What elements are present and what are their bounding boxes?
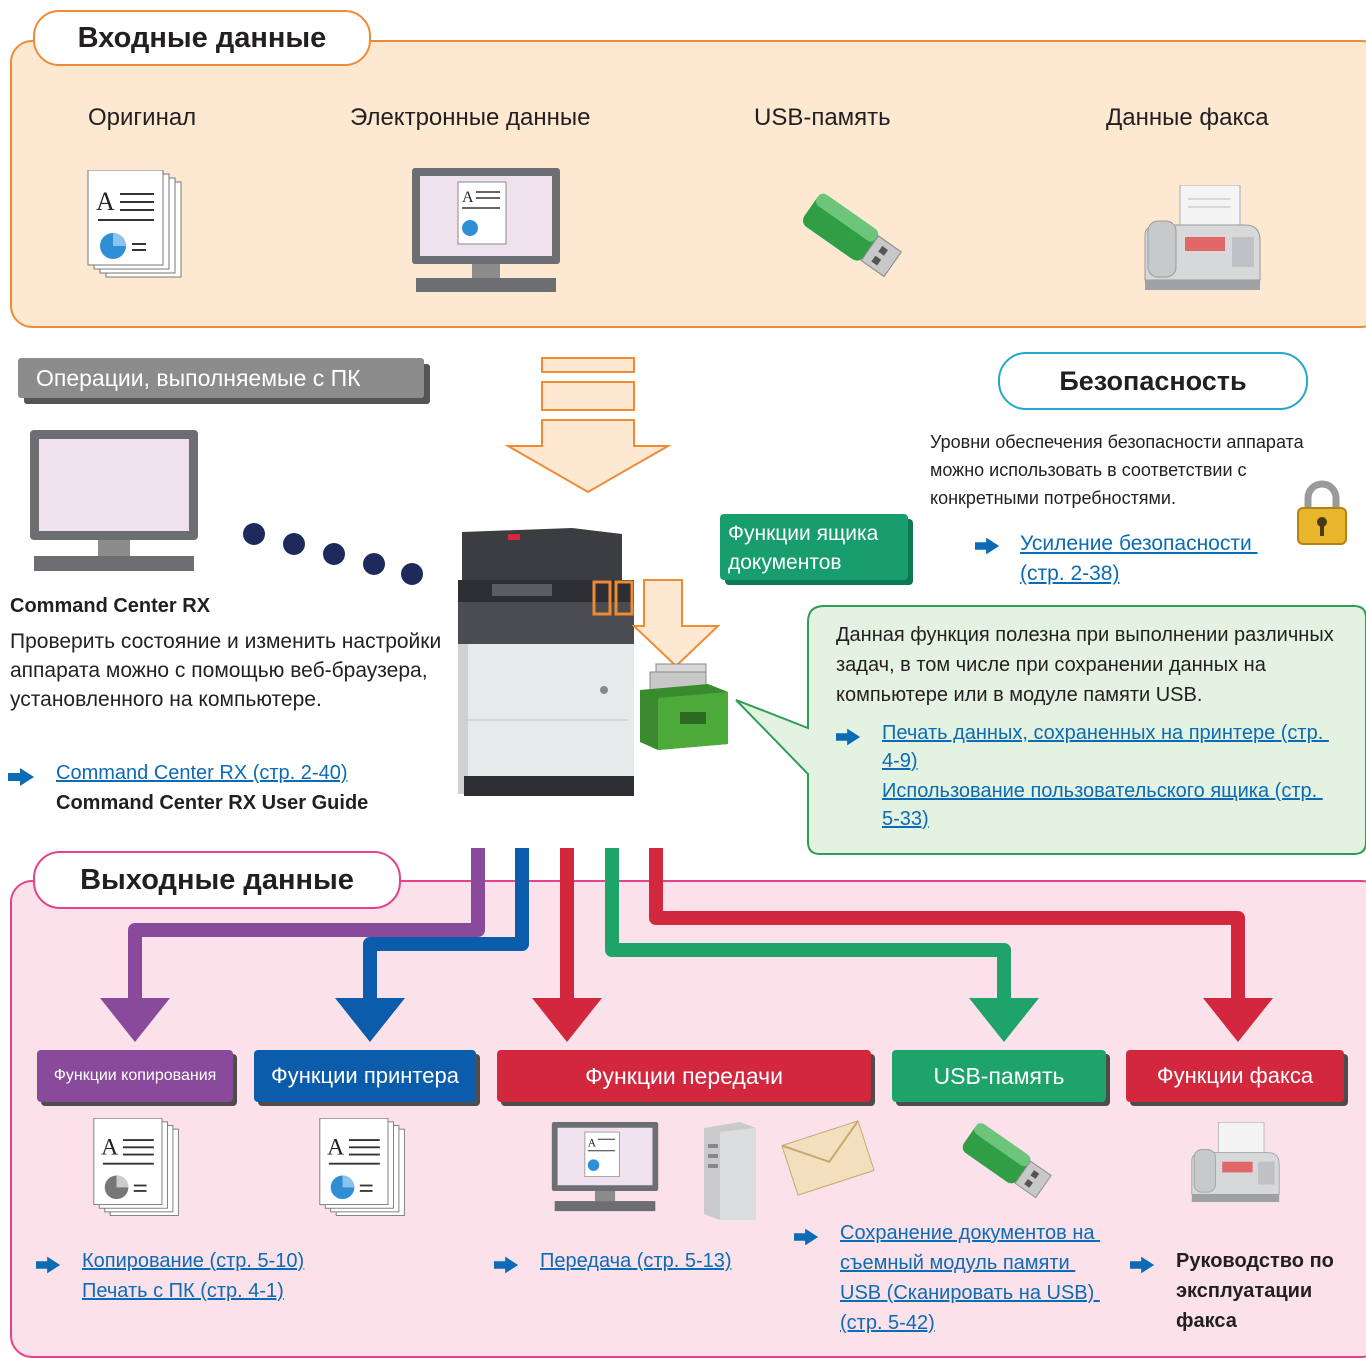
security-title-badge: Безопасность (998, 352, 1308, 410)
copy-link[interactable]: Копирование (стр. 5-10) (82, 1250, 305, 1272)
security-description: Уровни обеспечения безопасности аппарата… (930, 432, 1304, 508)
input-title: Входные данные (77, 21, 327, 54)
send-functions-button[interactable]: Функции передачи (497, 1050, 871, 1102)
send-functions-label: Функции передачи (585, 1062, 783, 1089)
svg-text:A: A (588, 1137, 597, 1149)
document-stack-icon: A (87, 170, 182, 278)
docbox-link1-line1[interactable]: Печать данных, сохраненных на принтере (… (882, 722, 1329, 744)
arrow-bullet-icon (36, 1256, 62, 1279)
docbox-label-line1: Функции ящика (728, 522, 879, 545)
input-item-original: Оригинал (88, 104, 197, 131)
arrow-bullet-icon (1130, 1256, 1156, 1279)
command-center-heading: Command Center RX (10, 595, 211, 617)
input-item-electronic: Электронные данные (350, 104, 591, 131)
print-document-stack-icon: A (319, 1118, 405, 1216)
monitor-icon: A (412, 168, 560, 292)
docbox-link2-line2[interactable]: 5-33) (882, 808, 929, 830)
svg-text:A: A (327, 1135, 344, 1161)
device-to-box-arrow (631, 579, 721, 668)
fax-machine-icon (1144, 185, 1261, 290)
output-panel (10, 880, 1366, 1358)
padlock-icon (1297, 480, 1347, 545)
command-center-guide: Command Center RX User Guide (56, 792, 369, 814)
svg-text:A: A (96, 187, 115, 216)
output-routing-arrows (100, 848, 1273, 1042)
docbox-callout (735, 605, 1366, 855)
input-title-tab: Входные данные (33, 10, 371, 66)
input-panel (10, 40, 1366, 328)
arrow-bullet-icon (975, 537, 1001, 560)
input-to-device-arrow (505, 357, 672, 494)
usb-link-line4[interactable]: (стр. 5-42) (840, 1312, 935, 1334)
usb-stick-output-icon (962, 1123, 1052, 1199)
usb-link-line3[interactable]: USB (Сканировать на USB) (840, 1282, 1100, 1304)
printer-functions-label: Функции принтера (271, 1063, 459, 1088)
security-title: Безопасность (1059, 365, 1247, 396)
usb-memory-button[interactable]: USB-память (892, 1050, 1106, 1102)
copy-document-stack-icon: A (93, 1118, 179, 1216)
input-item-fax: Данные факса (1106, 104, 1269, 131)
security-link-line1[interactable]: Усиление безопасности (1020, 532, 1258, 555)
fax-output-icon (1191, 1122, 1280, 1202)
security-link-line2[interactable]: (стр. 2-38) (1020, 562, 1120, 585)
usb-link-line1[interactable]: Сохранение документов на (840, 1222, 1101, 1244)
svg-text:A: A (462, 189, 474, 206)
email-envelope-icon (781, 1120, 875, 1196)
computer-monitor-icon (30, 430, 198, 571)
svg-text:A: A (101, 1135, 118, 1161)
docbox-label-line2: документов (728, 551, 842, 574)
pc-ops-label: Операции, выполняемые с ПК (18, 358, 424, 398)
command-center-link[interactable]: Command Center RX (стр. 2-40) (56, 762, 348, 784)
usb-memory-label: USB-память (933, 1062, 1065, 1089)
docbox-label: Функции ящика документов (720, 514, 908, 580)
server-tower-icon (704, 1122, 756, 1220)
usb-stick-icon (803, 193, 902, 278)
mfp-printer-icon (458, 528, 634, 796)
usb-link-line2[interactable]: съемный модуль памяти (840, 1252, 1076, 1274)
arrow-bullet-icon (836, 728, 862, 751)
fax-functions-label: Функции факса (1156, 1063, 1314, 1088)
fax-reference-line1: Руководство по (1176, 1250, 1334, 1272)
fax-reference-line2: эксплуатации (1176, 1280, 1313, 1302)
copy-functions-label: Функции копирования (53, 1067, 217, 1084)
pc-ops-label-text: Операции, выполняемые с ПК (36, 364, 361, 391)
command-center-description: Проверить состояние и изменить настройки… (10, 630, 442, 711)
docbox-description: Данная функция полезна при выполнении ра… (836, 624, 1334, 706)
copy-functions-button[interactable]: Функции копирования (37, 1050, 233, 1102)
connection-dots (243, 523, 423, 585)
output-title: Выходные данные (80, 863, 354, 896)
fax-functions-button[interactable]: Функции факса (1126, 1050, 1344, 1102)
output-title-tab: Выходные данные (33, 851, 401, 909)
print-link[interactable]: Печать с ПК (стр. 4-1) (82, 1280, 284, 1302)
send-link[interactable]: Передача (стр. 5-13) (540, 1250, 732, 1272)
send-monitor-icon: A (551, 1122, 659, 1212)
storage-highlight (592, 580, 634, 616)
docbox-link2-line1[interactable]: Использование пользовательского ящика (с… (882, 780, 1323, 802)
docbox-link1-line2[interactable]: 4-9) (882, 750, 918, 772)
fax-reference-line3: факса (1176, 1310, 1237, 1332)
printer-functions-button[interactable]: Функции принтера (254, 1050, 476, 1102)
arrow-bullet-icon (794, 1228, 820, 1251)
arrow-bullet-icon (494, 1256, 520, 1279)
document-box-icon (640, 663, 728, 750)
input-item-usb: USB-память (754, 104, 891, 131)
arrow-bullet-icon (8, 768, 36, 791)
